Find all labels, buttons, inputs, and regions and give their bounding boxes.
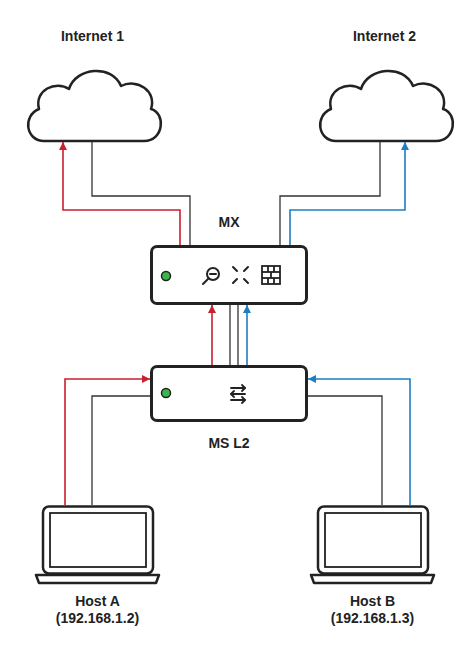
- network-link: [308, 396, 382, 505]
- host-laptop: Host B (192.168.1.3): [310, 505, 435, 585]
- node-label: Host A (192.168.1.2): [35, 593, 160, 627]
- cloud-outline: [28, 71, 161, 141]
- network-link: [63, 142, 180, 245]
- laptop-base: [311, 575, 434, 583]
- network-link: [92, 396, 150, 505]
- network-link: [290, 142, 405, 245]
- network-link: [211, 305, 213, 365]
- security-appliance: MX: [150, 245, 308, 305]
- network-link: [65, 379, 150, 505]
- network-link: [280, 142, 380, 245]
- laptop-shape: [35, 505, 160, 585]
- node-label: MX: [133, 214, 325, 231]
- network-link: [229, 305, 230, 365]
- cloud-outline: [320, 71, 453, 141]
- network-link: [92, 142, 190, 245]
- laptop-screen: [325, 513, 421, 567]
- node-label: Internet 2: [292, 28, 474, 45]
- cloud-shape: [312, 60, 457, 142]
- laptop-screen: [50, 513, 146, 567]
- node-label: MS L2: [133, 435, 325, 452]
- laptop-base: [36, 575, 159, 583]
- node-label: Host B (192.168.1.3): [310, 593, 435, 627]
- internet-cloud: Internet 1: [20, 60, 165, 142]
- internet-cloud: Internet 2: [312, 60, 457, 142]
- network-link: [246, 305, 248, 365]
- laptop-lid: [318, 507, 428, 574]
- cloud-shape: [20, 60, 165, 142]
- network-link: [308, 379, 410, 505]
- network-link: [237, 305, 238, 365]
- host-laptop: Host A (192.168.1.2): [35, 505, 160, 585]
- laptop-shape: [310, 505, 435, 585]
- laptop-lid: [43, 507, 153, 574]
- access-switch: MS L2: [150, 365, 308, 422]
- node-label: Internet 1: [0, 28, 185, 45]
